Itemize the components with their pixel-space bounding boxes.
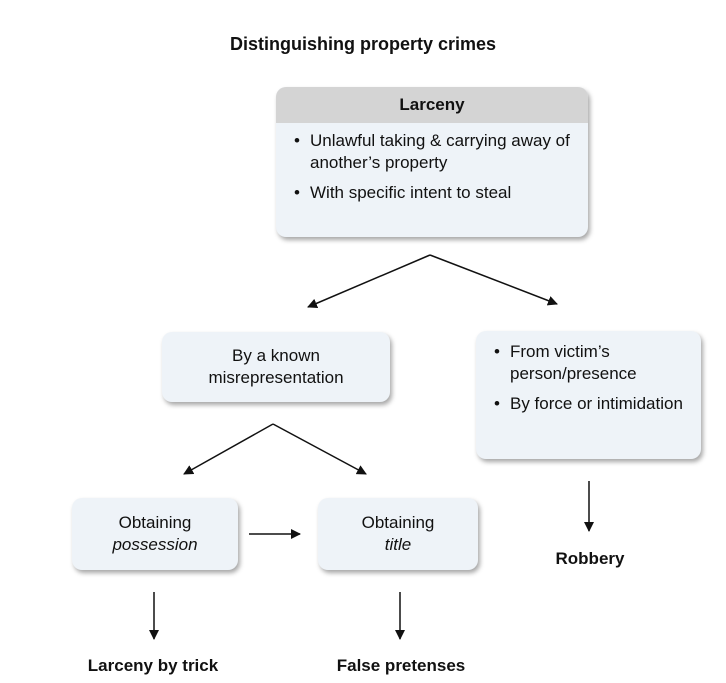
robbery-condition-presence: From victim’s person/presence: [492, 341, 693, 385]
possession-line2: possession: [112, 535, 198, 554]
larceny-box: Larceny Unlawful taking & carrying away …: [276, 87, 588, 237]
robbery-conditions-list: From victim’s person/presence By force o…: [492, 341, 693, 415]
title-line2: title: [384, 535, 412, 554]
diagram-title: Distinguishing property crimes: [229, 34, 497, 54]
possession-line1: Obtaining: [118, 513, 192, 532]
arrow-misrepresentation-to-title: [272, 423, 367, 475]
robbery-condition-force: By force or intimidation: [492, 393, 693, 415]
arrow-larceny-to-robbery: [429, 254, 558, 306]
misrepresentation-box: By a known misrepresentation: [162, 332, 390, 402]
obtaining-title-box: Obtaining title: [318, 498, 478, 570]
larceny-elements-list: Unlawful taking & carrying away of anoth…: [292, 130, 578, 204]
arrow-misrepresentation-to-possession: [183, 423, 274, 475]
robbery-conditions-box: From victim’s person/presence By force o…: [476, 331, 701, 459]
larceny-element-intent: With specific intent to steal: [292, 182, 578, 204]
arrow-larceny-to-misrepresentation: [307, 254, 431, 309]
larceny-element-taking: Unlawful taking & carrying away of anoth…: [292, 130, 578, 174]
larceny-heading: Larceny: [276, 87, 588, 123]
outcome-false-pretenses: False pretenses: [336, 656, 466, 675]
obtaining-possession-box: Obtaining possession: [72, 498, 238, 570]
title-line1: Obtaining: [361, 513, 435, 532]
misrepresentation-line2: misrepresentation: [208, 368, 344, 387]
outcome-robbery: Robbery: [555, 549, 625, 568]
outcome-larceny-by-trick: Larceny by trick: [87, 656, 219, 675]
misrepresentation-line1: By a known: [232, 346, 320, 365]
